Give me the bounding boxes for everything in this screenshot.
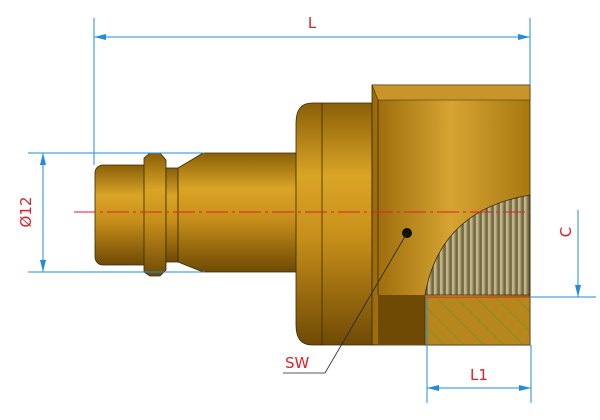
dimension-L1: L1: [426, 297, 532, 403]
plug-collar: [295, 102, 373, 346]
hex-body: [371, 84, 531, 346]
label-SW: SW: [285, 354, 310, 372]
dimension-SW: SW: [283, 232, 408, 374]
label-C: C: [557, 227, 575, 237]
dimension-diameter: Ø12: [17, 152, 205, 273]
internal-thread: [424, 194, 531, 296]
label-L1: L1: [470, 366, 488, 384]
dimension-C: C: [530, 210, 596, 298]
label-L: L: [308, 14, 317, 32]
plug-nipple: [94, 152, 301, 277]
label-diameter: Ø12: [17, 197, 35, 228]
section-hatch: [424, 296, 531, 346]
dimension-L: L: [93, 14, 531, 165]
